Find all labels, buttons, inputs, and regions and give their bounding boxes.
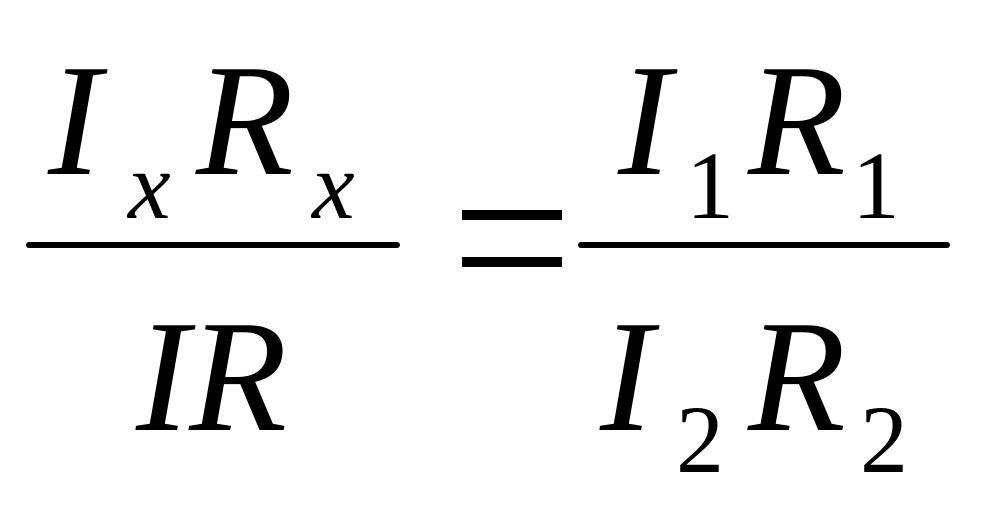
equals-sign-top-bar <box>462 210 562 220</box>
equals-sign-bottom-bar <box>462 257 562 267</box>
rhs-den-resistance-subscript: 2 <box>860 386 908 493</box>
rhs-num-resistance-symbol: R <box>748 31 846 209</box>
lhs-fraction-bar <box>26 242 400 248</box>
lhs-current-subscript: x <box>128 132 171 239</box>
rhs-num-resistance-subscript: 1 <box>852 132 900 239</box>
lhs-denominator: IR <box>136 287 288 465</box>
rhs-fraction-bar <box>578 242 950 248</box>
lhs-resistance-symbol: R <box>196 31 294 209</box>
rhs-den-current-subscript: 2 <box>676 386 724 493</box>
lhs-resistance-subscript: x <box>312 132 355 239</box>
rhs-den-current-symbol: I <box>600 287 654 465</box>
rhs-num-current-subscript: 1 <box>686 132 734 239</box>
rhs-num-current-symbol: I <box>618 31 672 209</box>
lhs-current-symbol: I <box>48 31 102 209</box>
rhs-den-resistance-symbol: R <box>748 287 846 465</box>
